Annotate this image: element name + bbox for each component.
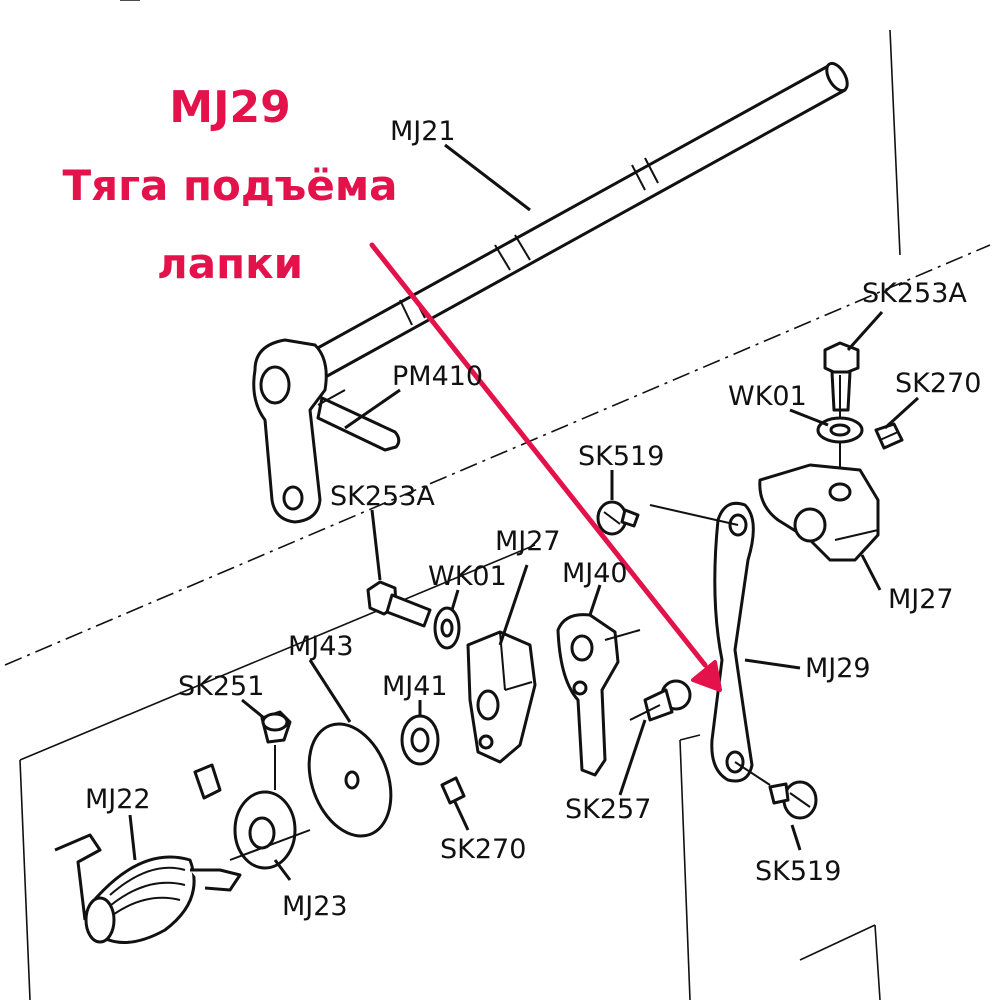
sk519-top-screw: [596, 500, 640, 536]
label-mj27-right: MJ27: [888, 584, 954, 615]
sk253a-mid-bolt: [366, 580, 432, 628]
mj29-link: [649, 501, 771, 786]
label-sk253a-mid: SK253A: [330, 481, 435, 512]
label-sk519-bottom: SK519: [755, 856, 841, 887]
callout-title-line2: лапки: [157, 239, 303, 288]
leader-lines: [128, 143, 920, 881]
sk270-top-screw: [874, 422, 904, 450]
label-mj29: MJ29: [805, 653, 871, 684]
mj22-spring: [54, 833, 242, 944]
label-mj22: MJ22: [85, 784, 151, 815]
label-sk519-top: SK519: [578, 441, 664, 472]
label-mj21: MJ21: [390, 116, 456, 147]
label-mj41: MJ41: [382, 671, 448, 702]
mj43-disk: [307, 722, 393, 838]
label-sk270-top: SK270: [895, 368, 981, 399]
callout-title-line1: Тяга подъёма: [62, 161, 397, 210]
diagram-frame: [4, 0, 991, 1000]
mj23-collar: [193, 763, 311, 870]
label-mj23: MJ23: [282, 891, 348, 922]
callout-arrow: [369, 242, 722, 692]
label-mj43: MJ43: [288, 631, 354, 662]
label-mj27-mid: MJ27: [495, 526, 561, 557]
label-sk257: SK257: [565, 794, 651, 825]
callout-part-code: MJ29: [169, 82, 290, 133]
label-mj40: MJ40: [562, 558, 628, 589]
sk519-bottom-screw: [768, 780, 818, 820]
mj40-lever: [556, 613, 641, 777]
sk251-screw: [260, 710, 292, 790]
mj27-mid-block: [466, 630, 537, 764]
label-wk01-top: WK01: [728, 381, 807, 412]
sk253a-top-bolt: [823, 341, 860, 480]
label-sk251: SK251: [178, 671, 264, 702]
label-sk253a-top: SK253A: [862, 278, 967, 309]
label-pm410: PM410: [392, 361, 483, 392]
sk270-bottom-screw: [440, 776, 466, 805]
label-sk270-bottom: SK270: [440, 834, 526, 865]
mj21-shaft: [303, 61, 849, 382]
mj27-right-block: [758, 463, 880, 562]
wk01-top-washer: [816, 416, 864, 444]
mj41-ring: [400, 714, 440, 766]
wk01-mid-washer: [433, 606, 461, 650]
crank-arm: [252, 338, 401, 524]
sk257-screw: [629, 679, 692, 722]
label-wk01-mid: WK01: [428, 561, 507, 592]
